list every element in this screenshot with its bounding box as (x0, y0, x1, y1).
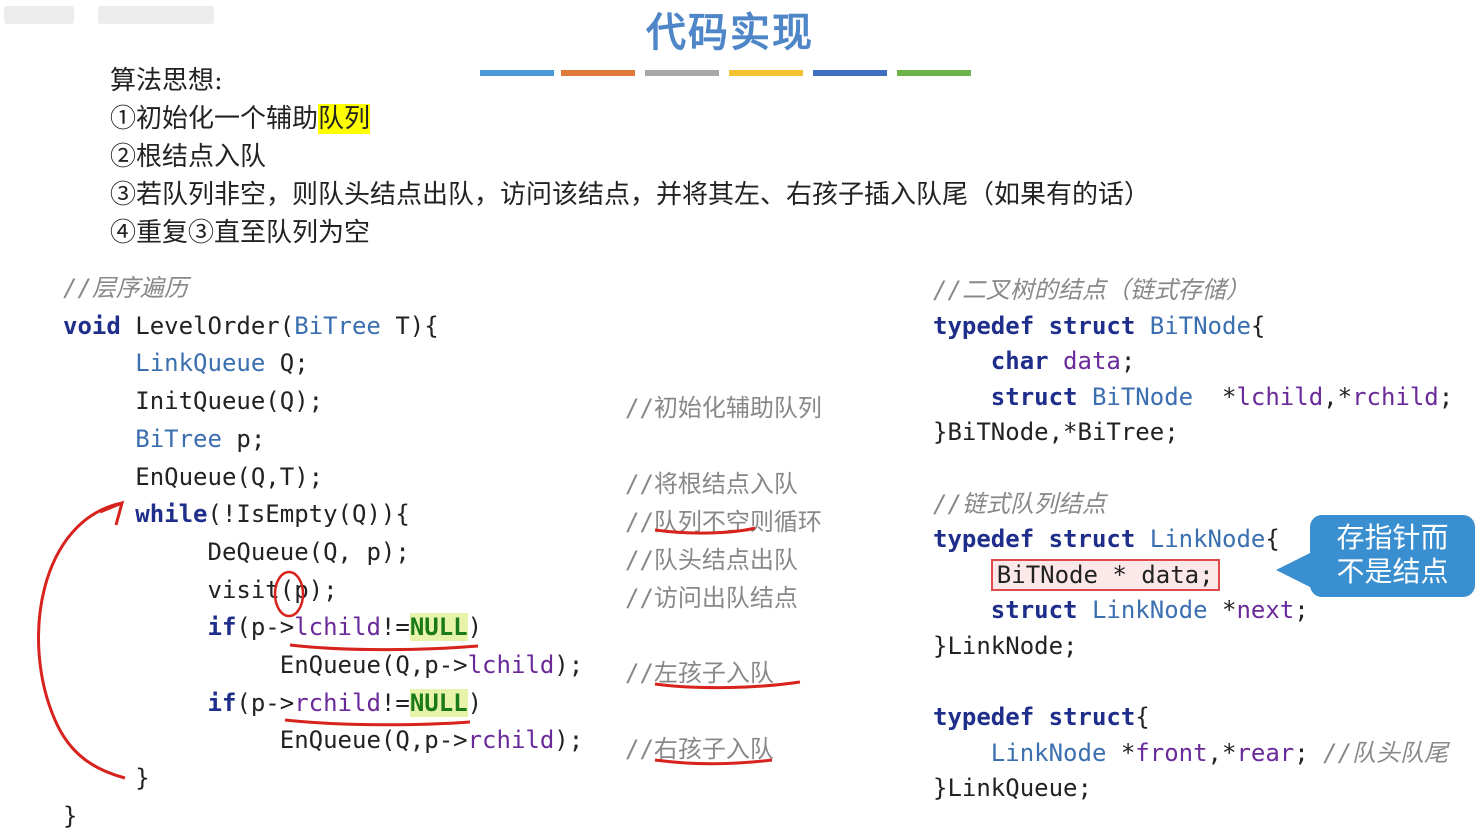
code-comment: //链式队列结点 (933, 489, 1106, 518)
callout-bubble: 存指针而 不是结点 (1310, 515, 1475, 597)
slide-title: 代码实现 (646, 9, 814, 56)
algorithm-description: 算法思想: ①初始化一个辅助队列 ②根结点入队 ③若队列非空，则队头结点出队，访… (110, 62, 1150, 252)
title-bar-segment (813, 70, 887, 76)
code-line: }BiTNode,*BiTree; (933, 418, 1179, 447)
callout-tail (1276, 552, 1312, 588)
title-bar-segment (480, 70, 554, 76)
comment-left-child: //左孩子入队 (625, 659, 774, 687)
watermark-logo (0, 0, 230, 30)
code-line: }LinkQueue; (933, 774, 1092, 803)
code-line: EnQueue(Q,T); (135, 462, 324, 491)
code-line: void LevelOrder(BiTree T){ (63, 311, 439, 340)
level-order-code: //层序遍历 void LevelOrder(BiTree T){ LinkQue… (63, 270, 583, 836)
title-bar-segment (561, 70, 635, 76)
code-line: char data; (990, 347, 1136, 376)
comment-visit: //访问出队结点 (625, 584, 798, 612)
comment-loop: //队列不空则循环 (625, 508, 822, 536)
code-line: LinkNode *front,*rear; //队头队尾 (990, 738, 1449, 767)
code-comment: //层序遍历 (63, 274, 188, 302)
code-line: typedef struct{ (933, 703, 1150, 732)
comment-enqueue-root: //将根结点入队 (625, 470, 798, 498)
struct-definitions-code: //二叉树的结点（链式存储） typedef struct BiTNode{ ch… (933, 273, 1453, 807)
code-line: typedef struct LinkNode{ (933, 525, 1280, 554)
code-comment: //二叉树的结点（链式存储） (933, 276, 1250, 304)
code-line: struct LinkNode *next; (990, 596, 1309, 625)
code-line: if(p->lchild!=NULL) (207, 613, 483, 642)
code-line: if(p->rchild!=NULL) (207, 688, 483, 717)
code-line (933, 451, 1453, 487)
code-line: typedef struct BiTNode{ (933, 311, 1266, 340)
algorithm-step-2: ②根结点入队 (110, 142, 267, 172)
code-line: BiTree p; (135, 424, 266, 453)
algorithm-step-1: ①初始化一个辅助队列 (110, 104, 371, 134)
code-line: LinkQueue Q; (135, 349, 309, 378)
title-bar-segment (729, 70, 803, 76)
code-line: }LinkNode; (933, 631, 1078, 660)
watermark-block (98, 6, 214, 24)
code-line: InitQueue(Q); (135, 387, 324, 416)
code-line: EnQueue(Q,p->rchild); (279, 726, 584, 755)
title-bar-segment (645, 70, 719, 76)
code-line: DeQueue(Q, p); (207, 537, 410, 566)
code-line (933, 665, 1453, 701)
callout-line-2: 不是结点 (1336, 555, 1449, 588)
boxed-data-field: BiTNode * data; (990, 558, 1220, 591)
title-bar-segment (897, 70, 971, 76)
algorithm-step-4: ④重复③直至队列为空 (110, 218, 371, 248)
comment-right-child: //右孩子入队 (625, 735, 774, 763)
code-line: EnQueue(Q,p->lchild); (279, 651, 584, 680)
code-line: } (135, 764, 150, 793)
code-line: while(!IsEmpty(Q)){ (135, 500, 410, 529)
algorithm-heading: 算法思想: (110, 66, 223, 96)
code-line: struct BiTNode *lchild,*rchild; (990, 382, 1454, 411)
code-line: } (63, 801, 78, 830)
watermark-block (4, 6, 74, 24)
algorithm-step-3: ③若队列非空，则队头结点出队，访问该结点，并将其左、右孩子插入队尾（如果有的话） (110, 180, 1151, 210)
comment-init-queue: //初始化辅助队列 (625, 394, 822, 422)
code-line: visit(p); (207, 575, 338, 604)
code-line: BiTNode * data; (933, 558, 1453, 594)
highlighted-term: 队列 (318, 104, 371, 134)
callout-line-1: 存指针而 (1336, 521, 1449, 554)
comment-dequeue: //队头结点出队 (625, 546, 798, 574)
